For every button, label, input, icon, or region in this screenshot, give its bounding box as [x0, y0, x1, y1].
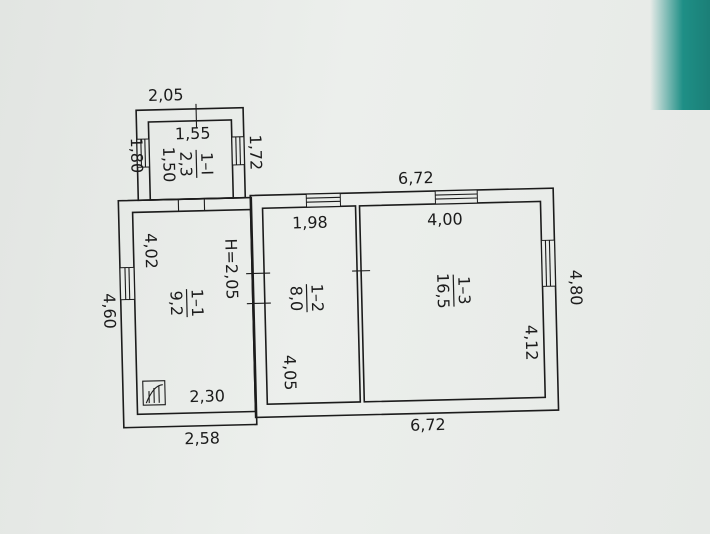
room-3-inner-width: 4,00	[427, 209, 463, 229]
overall-top-width: 6,72	[398, 168, 434, 188]
binder-edge	[650, 0, 710, 110]
vestibule-room-number: 1–I	[197, 152, 217, 175]
room-1-label: 1–1 9,2	[167, 288, 208, 317]
room-1-number: 1–1	[187, 288, 207, 317]
vestibule-top-width: 2,05	[148, 85, 184, 105]
window-vestibule-right	[231, 136, 245, 166]
room-2-number: 1–2	[307, 284, 327, 313]
window-room-2-top	[305, 192, 342, 208]
room-1-outer-width: 2,58	[184, 428, 220, 448]
overall-bottom-width: 6,72	[410, 415, 446, 435]
main-outer-wall	[249, 187, 560, 419]
room-3-inner-height: 4,12	[521, 325, 541, 361]
stove-symbol	[142, 380, 166, 406]
vestibule-left-height: 1,80	[127, 137, 147, 173]
door-mark-vestibule-top	[195, 103, 198, 128]
room-3-area: 16,5	[433, 273, 453, 309]
room-2-label: 1–2 8,0	[286, 284, 327, 313]
room-2-inner-height: 4,05	[280, 355, 300, 391]
room-3-outer-height: 4,80	[566, 270, 586, 306]
room-3-label: 1–3 16,5	[433, 273, 474, 309]
window-room-3-right	[540, 239, 557, 287]
window-vestibule-left	[136, 138, 151, 168]
window-room-3-top	[434, 189, 478, 205]
vestibule-inner-width: 1,55	[175, 123, 211, 143]
window-room-1-left	[119, 266, 136, 301]
vestibule-right-height: 1,72	[246, 134, 266, 170]
room-1-area: 9,2	[167, 290, 187, 316]
vestibule-inner-height: 1,50	[159, 146, 179, 182]
room-1-outer-height: 4,60	[100, 293, 120, 329]
room-1-inner-width: 2,30	[189, 386, 225, 406]
vestibule-room-area: 2,3	[176, 151, 196, 177]
room-2-inner-width: 1,98	[292, 213, 328, 233]
vestibule-room-label: 1–I 2,3	[176, 149, 217, 178]
room-1-ceiling-height: H=2,05	[221, 238, 241, 300]
room-1-inner-height: 4,02	[141, 233, 161, 269]
room-1-outer-wall	[117, 196, 258, 429]
room-3-number: 1–3	[454, 276, 474, 305]
door-mark-room-1-2	[246, 272, 271, 275]
door-mark-room-1-2-b	[246, 302, 271, 305]
room-2-area: 8,0	[286, 285, 306, 311]
